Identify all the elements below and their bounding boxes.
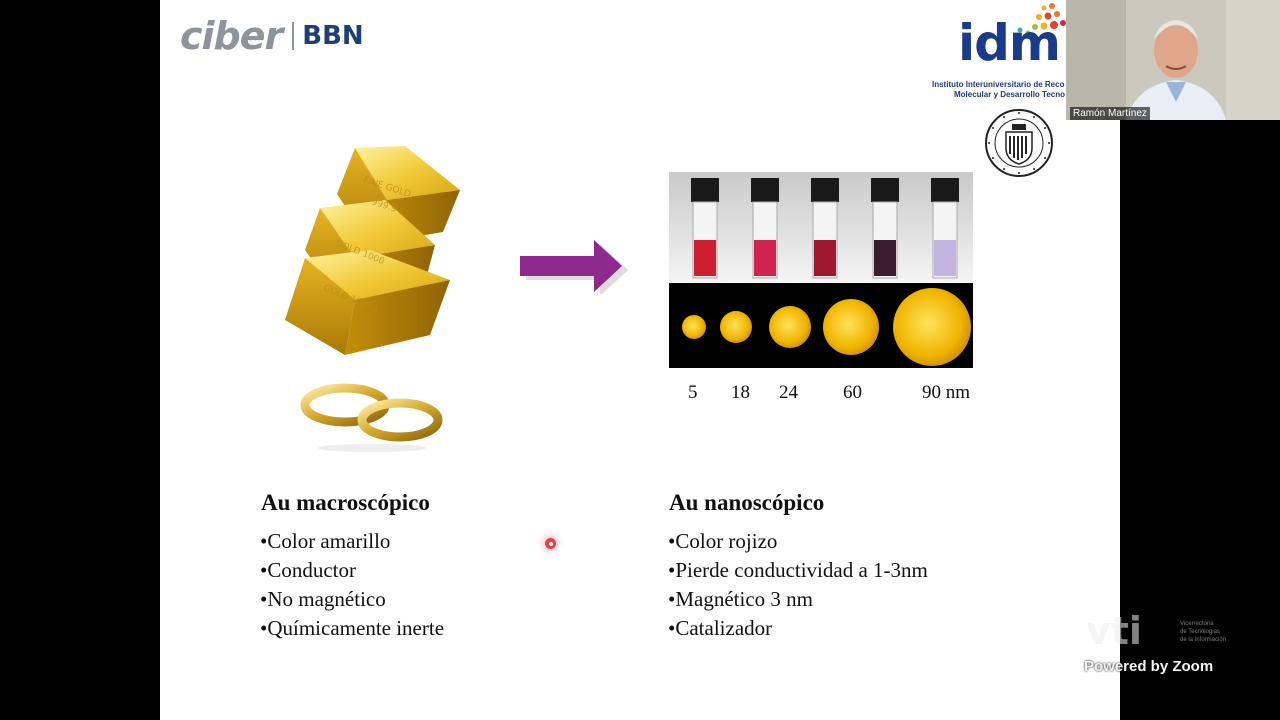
size-label: 24 <box>779 382 798 403</box>
powered-by-zoom-label: Powered by Zoom <box>1084 658 1214 675</box>
vti-watermark: vti Vicerrectoria de Tecnologias de la I… <box>1086 609 1226 653</box>
nano-properties-list: •Color rojizo •Pierde conductividad a 1-… <box>668 527 928 643</box>
list-item: •Pierde conductividad a 1-3nm <box>668 558 928 582</box>
gold-bars-image: FINE GOLD 999.9 GOLD 1000 GOLD 1000g <box>285 146 460 355</box>
ciber-bbn-logo: ciber BBN <box>180 14 364 58</box>
macro-properties-list: •Color amarillo •Conductor •No magnético… <box>260 527 444 643</box>
vti-line: Vicerrectoria <box>1180 621 1214 627</box>
size-label: 60 <box>843 382 862 403</box>
nano-heading: Au nanoscópico <box>669 490 825 515</box>
idm-dots-icon <box>1017 3 1066 36</box>
vti-subtitle: Vicerrectoria de Tecnologias de la Infor… <box>1180 620 1226 644</box>
logo-divider <box>292 22 295 50</box>
size-label: 18 <box>731 382 750 403</box>
idm-logo: idm Instituto Interuniversitario de Reco… <box>932 0 1072 110</box>
idm-logo-text: idm <box>958 14 1061 72</box>
participant-name: Ramón Martínez <box>1070 107 1150 120</box>
list-item: •Químicamente inerte <box>260 616 445 640</box>
presentation-slide: ciber BBN idm Instituto Interuniversitar… <box>160 0 1120 720</box>
gold-rings-image <box>300 383 443 452</box>
list-item: •No magnético <box>260 587 386 611</box>
size-label: 90 nm <box>922 382 971 403</box>
idm-subtitle-line1: Instituto Interuniversitario de Reco <box>932 80 1065 89</box>
list-item: •Conductor <box>260 558 357 582</box>
participant-video[interactable]: Ramón Martínez <box>1066 0 1280 120</box>
macro-heading: Au macroscópico <box>261 490 430 515</box>
ciber-logo-text: ciber <box>180 14 283 58</box>
size-label: 5 <box>688 382 698 403</box>
list-item: •Color rojizo <box>668 529 778 553</box>
vti-line: de Tecnologias <box>1180 629 1220 635</box>
university-seal-icon <box>985 109 1053 177</box>
arrow-right-icon <box>520 240 628 294</box>
laser-pointer <box>545 538 556 549</box>
participant-photo <box>1066 0 1280 120</box>
vti-line: de la Información <box>1180 637 1227 643</box>
list-item: •Color amarillo <box>260 529 391 553</box>
vti-logo-text: vti <box>1086 609 1142 653</box>
list-item: •Catalizador <box>668 616 773 640</box>
bbn-logo-text: BBN <box>302 21 364 51</box>
idm-subtitle-line2: Molecular y Desarrollo Tecno <box>954 90 1065 99</box>
list-item: •Magnético 3 nm <box>668 587 813 611</box>
particle-size-labels: 5 18 24 60 90 nm <box>669 382 1009 406</box>
gold-nanoparticles-image <box>669 172 973 368</box>
